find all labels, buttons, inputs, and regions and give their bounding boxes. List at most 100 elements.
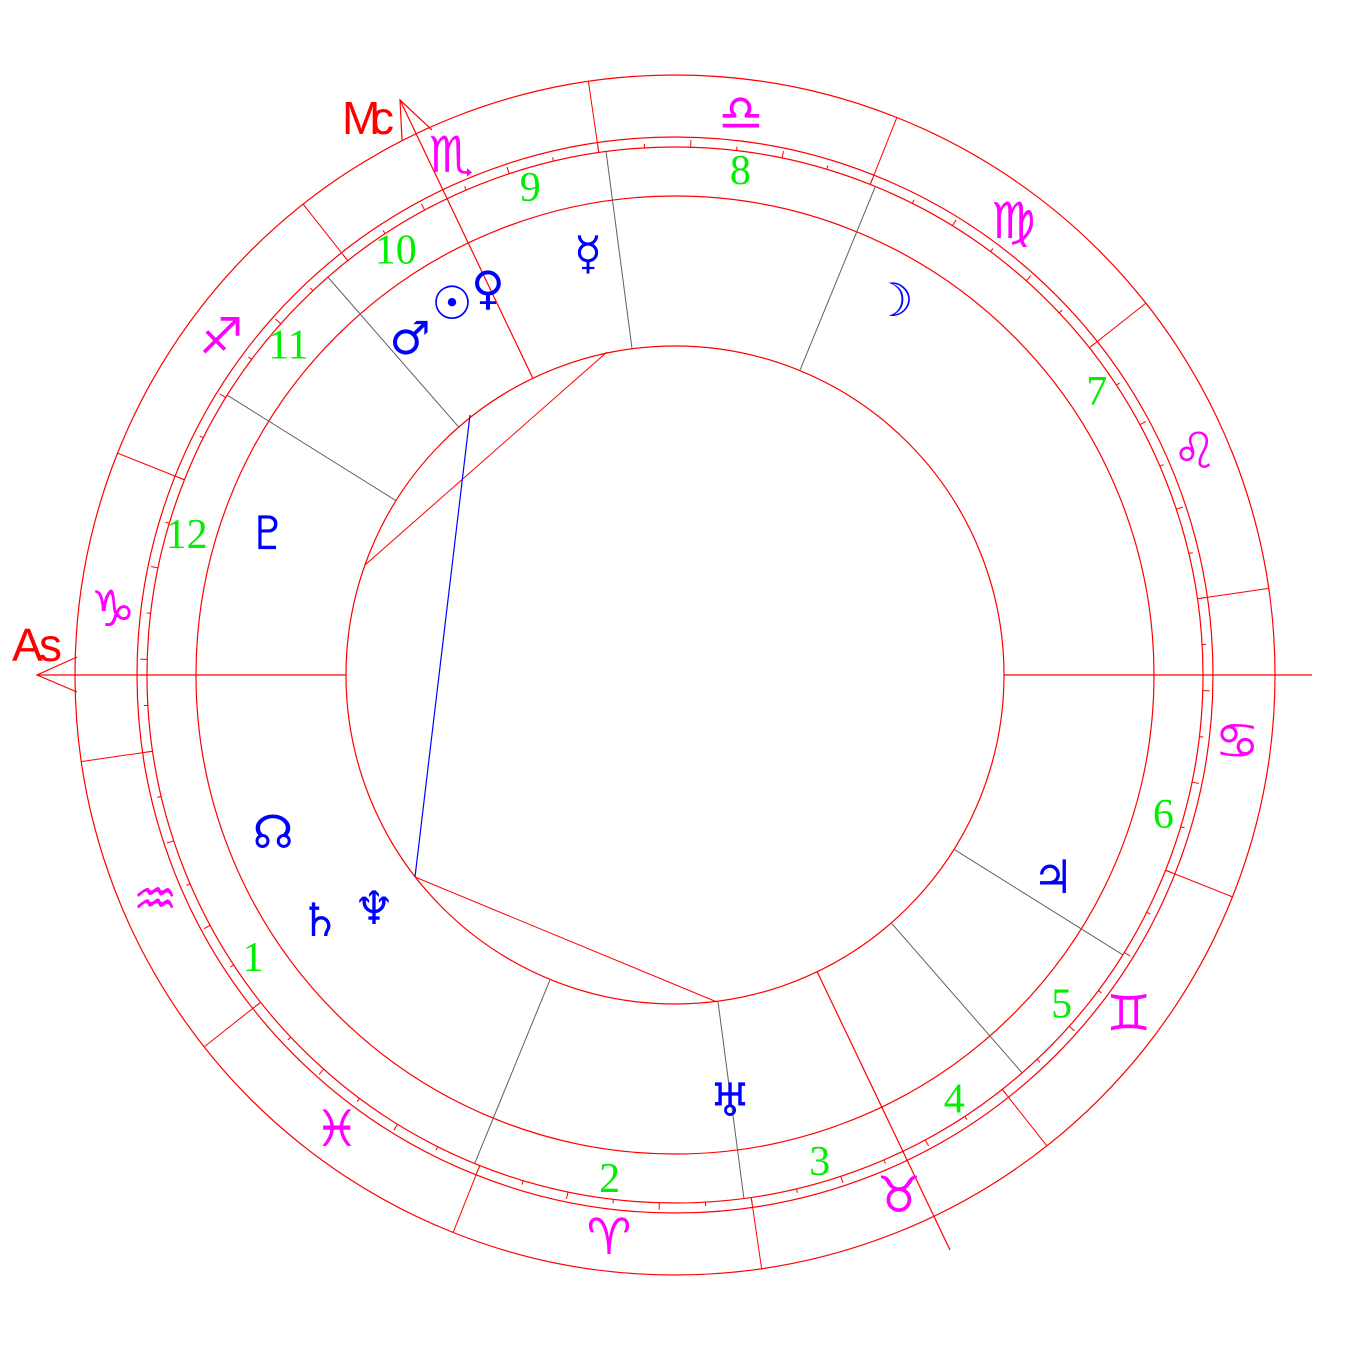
sign-boundary (302, 203, 349, 261)
degree-tick (356, 1098, 360, 1102)
degree-tick (552, 157, 555, 162)
degree-tick (952, 219, 957, 227)
degree-tick (781, 151, 784, 159)
house-cusp (327, 276, 460, 428)
midheaven-axis (399, 99, 534, 379)
degree-tick (287, 1036, 292, 1041)
degree-tick (230, 964, 234, 968)
degree-tick (275, 318, 282, 325)
degree-tick (566, 1191, 569, 1199)
degree-tick (435, 1146, 439, 1151)
house-number-6: 6 (1153, 792, 1174, 838)
midheaven-arrow (399, 98, 433, 141)
uranus-icon: ♅ (709, 1073, 750, 1127)
sign-capricorn-icon: ♑ (90, 580, 135, 638)
sign-cancer-icon: ♋ (1215, 712, 1260, 770)
sign-boundary (203, 1001, 261, 1048)
degree-tick (1188, 552, 1193, 555)
house-cusp (226, 394, 397, 502)
degree-tick (1146, 911, 1151, 915)
house-number-3: 3 (809, 1139, 830, 1185)
house-cusp (953, 848, 1124, 956)
degree-tick (1180, 826, 1185, 829)
mercury-icon: ☿ (574, 226, 602, 280)
degree-tick (393, 1123, 398, 1131)
house-number-10: 10 (375, 228, 417, 274)
degree-tick (506, 166, 510, 174)
degree-tick (521, 1180, 524, 1185)
house-cusp (717, 1001, 745, 1199)
sign-scorpio-icon: ♏ (429, 126, 474, 184)
degree-tick (248, 356, 252, 360)
sign-boundary (1001, 1089, 1048, 1147)
sign-boundary (750, 1197, 763, 1269)
sign-virgo-icon: ♍ (991, 192, 1036, 250)
degree-tick (199, 435, 204, 439)
house-number-9: 9 (520, 165, 541, 211)
degree-tick (1139, 420, 1147, 426)
degree-tick (964, 1116, 968, 1120)
degree-tick (186, 883, 191, 886)
house-number-2: 2 (599, 1156, 620, 1202)
house-cusp (474, 979, 551, 1164)
aspect-line (414, 414, 471, 878)
sign-boundary (1165, 869, 1233, 898)
house-cusp (605, 151, 633, 349)
degree-tick (883, 1159, 886, 1164)
house-cusp (890, 922, 1023, 1074)
midheaven-label: Mc (342, 92, 394, 144)
degree-tick (157, 795, 162, 798)
house-number-1: 1 (243, 935, 264, 981)
house-number-11: 11 (268, 322, 308, 368)
sign-aries-icon: ♈ (587, 1208, 632, 1266)
degree-tick (1191, 781, 1199, 784)
sign-sagittarius-icon: ♐ (199, 308, 244, 366)
degree-tick (1098, 990, 1102, 994)
north-node-icon: ☊ (253, 805, 294, 859)
sign-taurus-icon: ♉ (876, 1166, 921, 1224)
house-number-12: 12 (166, 512, 208, 558)
degree-tick (990, 248, 994, 252)
sign-boundary (117, 452, 185, 481)
degree-tick (840, 1176, 844, 1184)
house-cusp (799, 186, 876, 371)
degree-tick (924, 1139, 930, 1147)
degree-tick (1025, 275, 1032, 282)
house-number-4: 4 (944, 1076, 965, 1122)
venus-icon: ♀ (471, 261, 505, 315)
degree-tick (1159, 464, 1164, 467)
sign-gemini-icon: ♊ (1106, 984, 1151, 1042)
ascendant-label: As (12, 619, 62, 671)
aspect-line (364, 351, 608, 566)
sign-leo-icon: ♌ (1172, 422, 1217, 480)
imum-coeli-axis (816, 971, 951, 1251)
degree-tick (911, 199, 915, 204)
saturn-icon: ♄ (299, 893, 340, 947)
degree-tick (1176, 506, 1184, 510)
pluto-icon: ♇ (247, 506, 288, 560)
degree-tick (1123, 952, 1131, 957)
degree-tick (219, 393, 227, 398)
aspect-line (414, 876, 718, 1003)
moon-icon: ☽ (872, 273, 913, 327)
sign-aquarius-icon: ♒ (133, 870, 178, 928)
degree-tick (1058, 309, 1063, 314)
degree-tick (1036, 1058, 1041, 1063)
sun-icon: ☉ (431, 276, 472, 330)
sign-libra-icon: ♎ (719, 84, 764, 142)
degree-tick (166, 840, 174, 844)
sign-boundary (587, 81, 600, 153)
degree-tick (309, 287, 314, 292)
degree-tick (420, 203, 426, 211)
degree-tick (1116, 382, 1120, 386)
jupiter-icon: ♃ (1032, 850, 1073, 904)
ascendant-arrow (35, 656, 78, 693)
degree-tick (151, 566, 159, 569)
mars-icon: ♂ (389, 311, 430, 365)
sign-pisces-icon: ♓ (314, 1100, 359, 1158)
degree-tick (464, 186, 467, 191)
sign-boundary (869, 117, 898, 185)
